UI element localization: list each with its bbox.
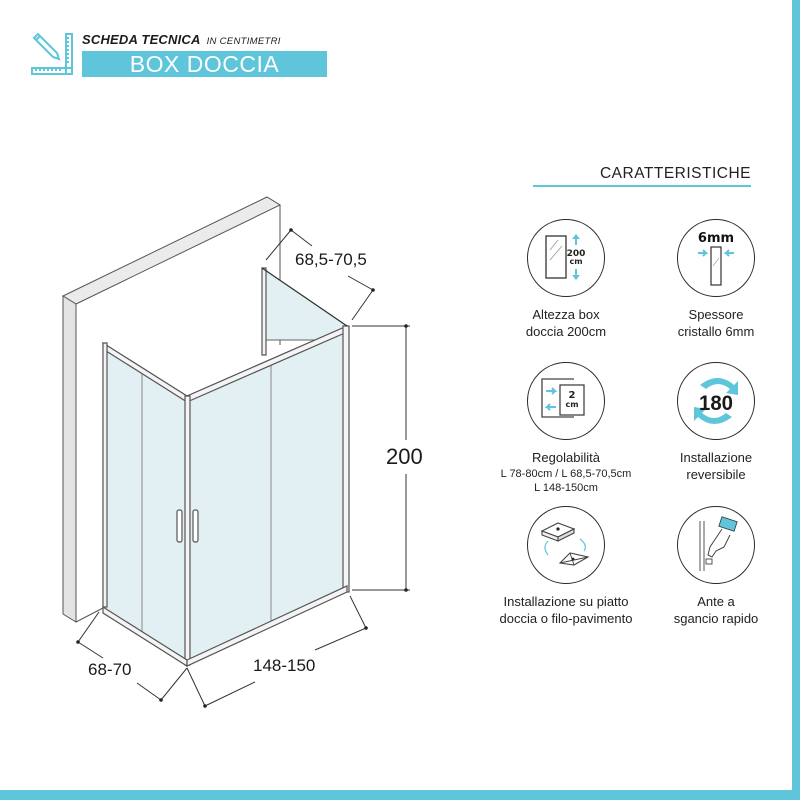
units-note: IN CENTIMETRI: [206, 36, 281, 47]
adjustability-icon: 2 cm: [541, 378, 585, 418]
svg-text:6mm: 6mm: [698, 231, 734, 246]
feature-icon-circle: 180: [677, 362, 755, 440]
tray-or-floor-install-icon: [540, 522, 590, 566]
wall: [61, 196, 282, 623]
feature-icon-circle: [527, 506, 605, 584]
feature-label: Installazione reversibile: [679, 450, 753, 482]
svg-text:cm: cm: [569, 257, 582, 266]
reversible-180-icon: 180: [694, 378, 738, 424]
accent-border-right: [792, 0, 800, 800]
glass-panels: [102, 267, 348, 666]
subtitle-text: SCHEDA TECNICA: [82, 32, 201, 47]
feature-install-type: Installazione su piatto doccia o filo-pa…: [491, 506, 641, 627]
accent-border-bottom: [0, 790, 800, 800]
glass-thickness-icon: 6mm: [698, 231, 734, 286]
feature-label: Ante a sgancio rapido: [673, 594, 759, 626]
svg-text:2: 2: [569, 390, 576, 401]
feature-icon-circle: 2 cm: [527, 362, 605, 440]
feature-reversible: 180 Installazione reversibile: [641, 362, 791, 483]
shower-box-drawing: [61, 196, 410, 708]
feature-glass-thickness: 6mm Spessore cristallo 6mm: [641, 219, 791, 340]
feature-label: Spessore cristallo 6mm: [677, 307, 755, 339]
glass-height-icon: 200 cm: [545, 234, 586, 280]
features-divider: [533, 185, 751, 187]
pencil-ruler-icon: [31, 32, 73, 75]
svg-text:200: 200: [567, 249, 586, 259]
page-title: BOX DOCCIA: [82, 51, 327, 77]
feature-icon-circle: 6mm: [677, 219, 755, 297]
door-handles: [176, 509, 199, 543]
feature-label: Installazione su piatto doccia o filo-pa…: [499, 594, 633, 626]
features-title: CARATTERISTICHE: [599, 165, 751, 182]
feature-label: Regolabilità L 78-80cm / L 68,5-70,5cm L…: [500, 450, 632, 494]
quick-release-doors-icon: [699, 516, 738, 571]
feature-adjustability: 2 cm Regolabilità L 78-80cm / L 68,5-70,…: [491, 362, 641, 495]
svg-text:180: 180: [699, 392, 733, 415]
dimension-front-width: 148-150: [253, 656, 316, 675]
header: SCHEDA TECNICA IN CENTIMETRI BOX DOCCIA: [30, 30, 330, 80]
feature-label: Altezza box doccia 200cm: [525, 307, 607, 339]
feature-quick-release: Ante a sgancio rapido: [641, 506, 791, 627]
dimension-height: 200: [386, 444, 423, 469]
dimension-lines: [77, 229, 410, 707]
dimension-side-panel: 68,5-70,5: [295, 250, 367, 269]
feature-height: 200 cm Altezza box doccia 200cm: [491, 219, 641, 340]
feature-icon-circle: [677, 506, 755, 584]
feature-icon-circle: 200 cm: [527, 219, 605, 297]
svg-text:cm: cm: [565, 400, 578, 409]
dimension-left-depth: 68-70: [88, 660, 132, 679]
header-subtitle: SCHEDA TECNICA IN CENTIMETRI: [82, 32, 281, 47]
